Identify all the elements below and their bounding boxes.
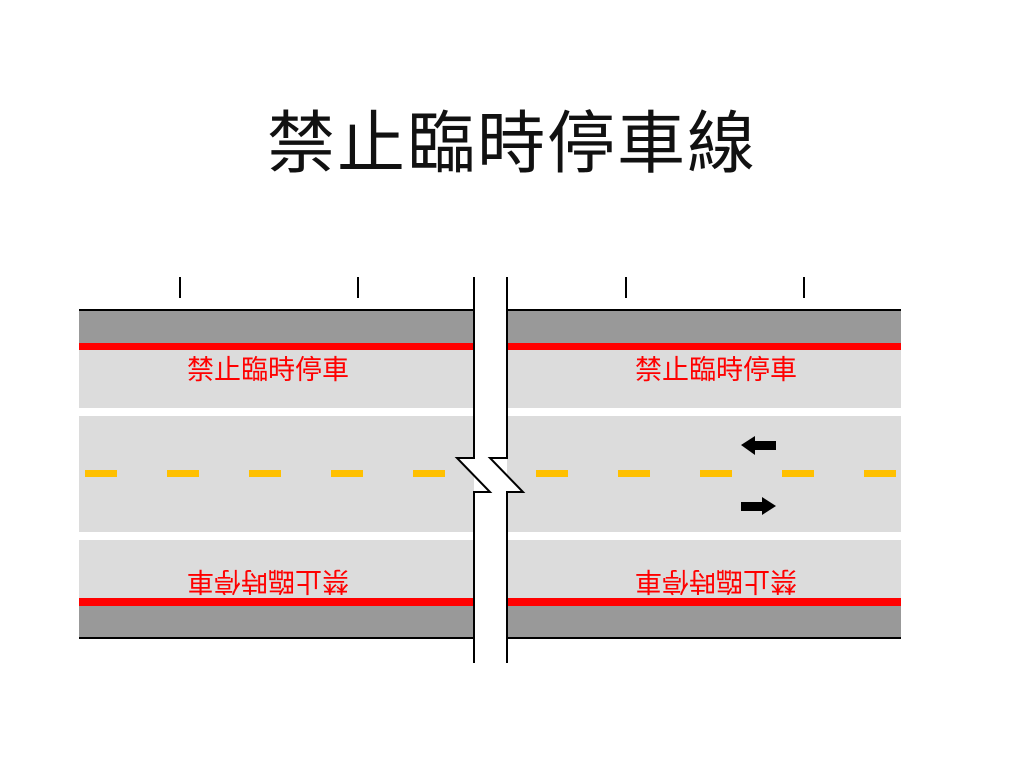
- curb-label-bottom-right: 禁止臨時停車: [635, 565, 797, 596]
- lane-top: [79, 350, 474, 408]
- sidewalk-top: [79, 310, 474, 343]
- curb-label-top-right: 禁止臨時停車: [635, 355, 797, 386]
- no-stopping-line-top: [79, 343, 474, 350]
- no-stopping-line-bottom: [507, 598, 901, 606]
- center-dashed-line: [85, 470, 896, 477]
- road-break-icon: [454, 270, 526, 670]
- sidewalk-bottom: [79, 606, 474, 638]
- arrow-left-icon: [741, 436, 776, 455]
- no-stopping-line-bottom: [79, 598, 474, 606]
- sidewalk-bottom: [507, 606, 901, 638]
- lane-top: [507, 350, 901, 408]
- lane-bottom: [507, 540, 901, 598]
- no-stopping-line-top: [507, 343, 901, 350]
- road-left: [79, 310, 474, 638]
- tick-marks: [179, 277, 805, 298]
- lane-bottom: [79, 540, 474, 598]
- curb-label-top-left: 禁止臨時停車: [187, 355, 349, 386]
- sidewalk-top: [507, 310, 901, 343]
- arrow-right-icon: [741, 497, 776, 515]
- page-title: 禁止臨時停車線: [266, 105, 757, 184]
- curb-label-bottom-left: 禁止臨時停車: [187, 565, 349, 596]
